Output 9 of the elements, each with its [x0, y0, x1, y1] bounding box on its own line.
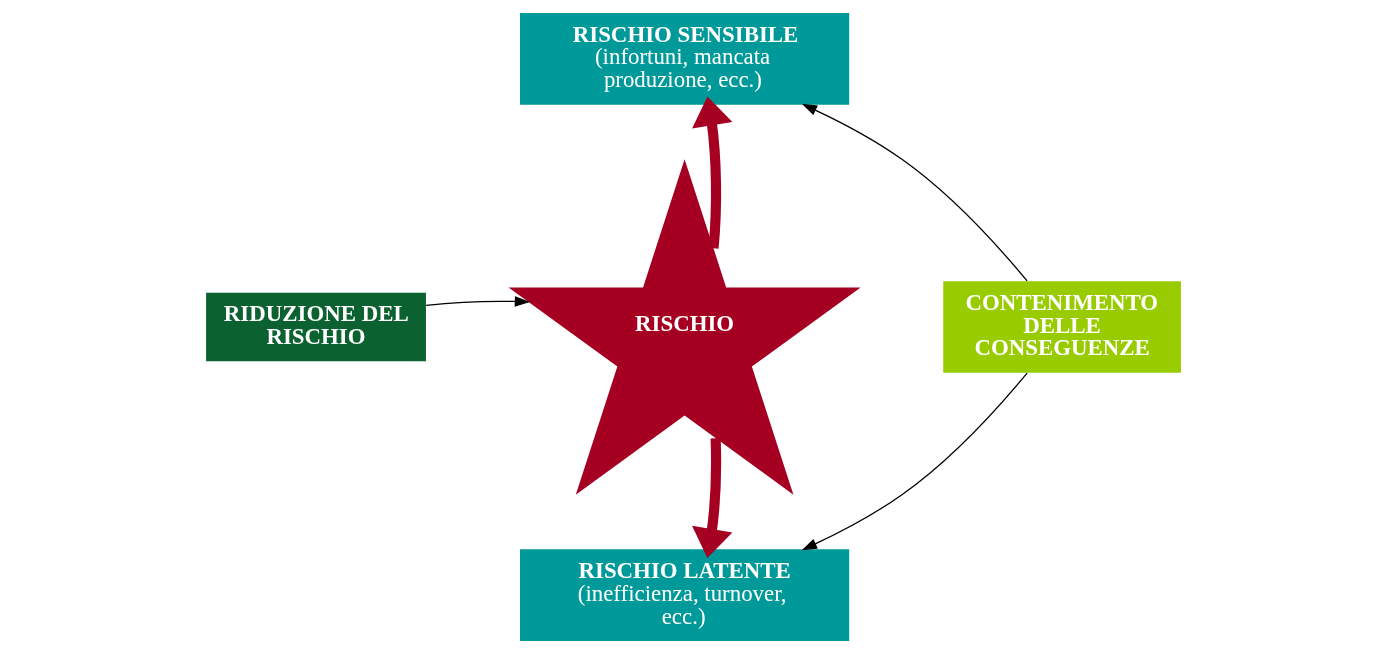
- arrow: [801, 372, 1028, 551]
- arrow: [425, 296, 531, 307]
- node-box: RIDUZIONE DEL RISCHIO: [206, 292, 426, 362]
- arrow: [692, 438, 733, 558]
- node-box: RISCHIO SENSIBILE (infortuni, mancata produzione, ecc.): [520, 13, 850, 105]
- arrow: [801, 103, 1028, 282]
- node-box: CONTENIMENTO DELLE CONSEGUENZE: [943, 281, 1181, 373]
- arrow: [692, 96, 733, 249]
- node-box: RISCHIO LATENTE (inefficienza, turnover, ecc.): [520, 549, 850, 641]
